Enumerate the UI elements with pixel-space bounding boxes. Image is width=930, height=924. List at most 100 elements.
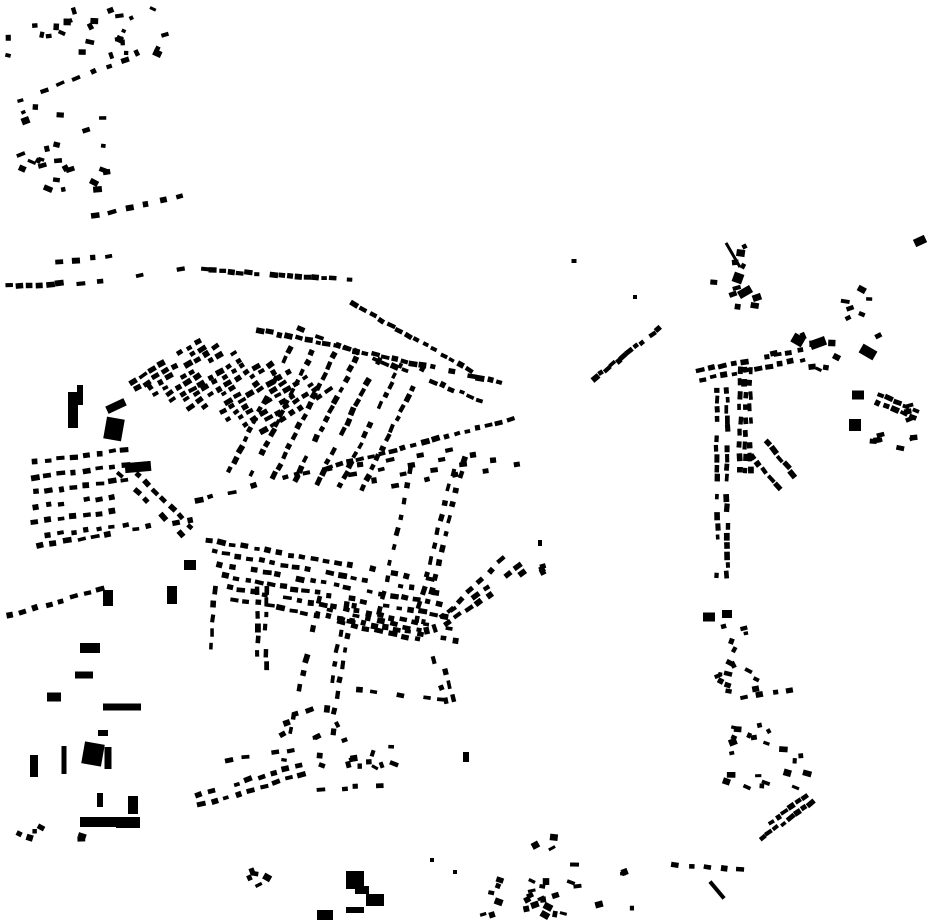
building [346,907,364,913]
building [263,546,272,554]
building [703,612,715,622]
building [201,349,211,359]
building [381,623,389,631]
building [245,577,252,583]
building [200,402,209,411]
building [620,867,629,877]
building [224,416,232,423]
building [168,395,177,404]
building [392,626,401,633]
building [15,282,24,289]
building [792,808,803,817]
building [82,467,92,475]
building [741,243,748,250]
building [300,669,307,677]
building [763,353,770,360]
building [150,487,160,497]
building [210,600,217,608]
building [336,619,346,626]
building [743,417,749,425]
building [182,395,190,403]
building [443,697,449,705]
building [731,271,745,285]
building [298,554,306,560]
building [429,611,439,618]
building [632,342,640,350]
building [314,382,323,392]
building [281,355,288,364]
building [465,393,475,400]
building [278,730,287,739]
building [780,820,787,828]
building [83,590,92,596]
building [767,819,775,826]
building [144,522,152,530]
building [446,605,455,614]
building [88,177,100,187]
building [335,460,344,468]
building [80,643,100,653]
building [573,883,582,889]
building [61,746,67,774]
building [889,405,901,414]
building [192,372,202,382]
building [323,464,334,471]
building [238,362,246,369]
building [317,910,333,920]
building [189,350,196,357]
building [391,355,399,363]
building [786,801,796,811]
building [37,162,48,169]
building [234,553,242,560]
building [438,380,447,389]
building [151,390,160,398]
building [35,541,44,549]
building [376,617,386,625]
building [352,783,358,789]
building [56,455,65,461]
building [150,371,160,381]
building [281,451,288,460]
building [225,363,233,370]
building [336,481,344,489]
building [214,350,224,360]
building [351,450,359,459]
building [882,402,891,410]
building [254,586,260,595]
building [164,371,174,381]
building [132,527,140,532]
building [57,598,64,605]
building [366,589,373,594]
building [548,845,556,852]
building [728,750,735,756]
building [314,589,321,595]
building [403,393,413,403]
building [431,542,438,550]
building [325,612,332,620]
building [20,109,27,115]
building [552,910,558,918]
building [268,427,278,438]
building [175,348,184,356]
building [503,570,513,579]
building [729,660,737,669]
building [428,586,436,596]
building [108,494,116,501]
building [232,408,240,416]
building [5,611,14,619]
building [221,571,230,579]
building [326,607,334,613]
building [227,402,236,410]
building [724,473,729,482]
building [44,458,52,463]
building [352,613,360,619]
building [822,364,830,371]
building [414,636,421,642]
building [108,448,117,454]
building [488,911,496,919]
building [325,569,335,577]
building [326,592,332,599]
building [746,442,753,449]
building [423,695,431,700]
building [333,560,343,567]
